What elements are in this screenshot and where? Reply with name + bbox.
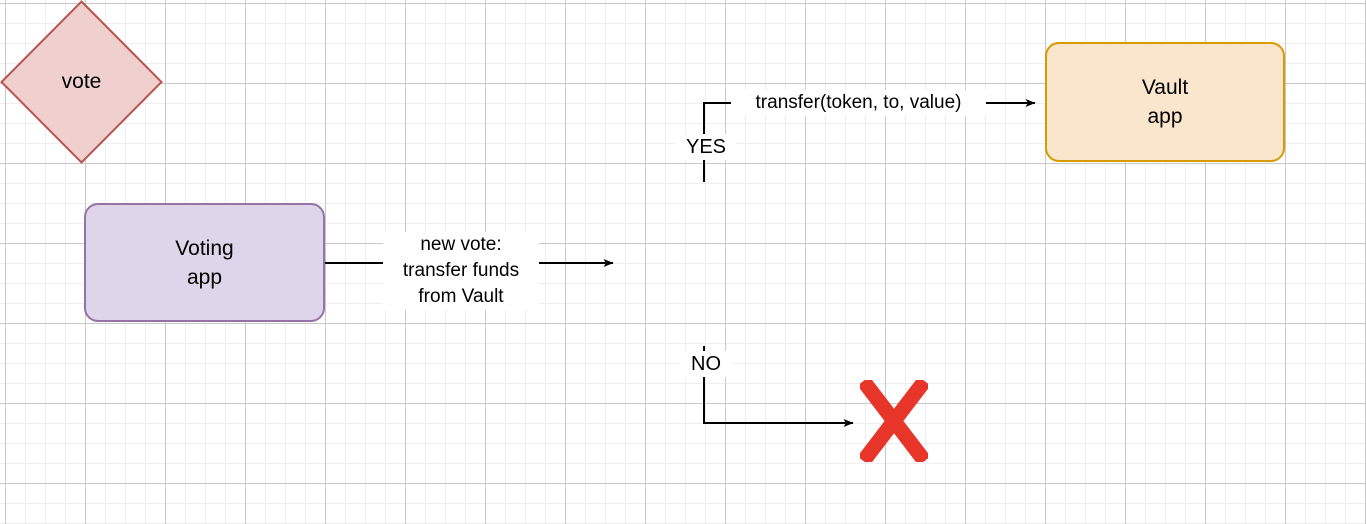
edge-label-no: NO <box>680 351 732 377</box>
node-vault-app-label: Vault app <box>1141 76 1189 128</box>
diamond-shape <box>0 0 163 164</box>
node-vault-app[interactable]: Vault app <box>1045 42 1285 162</box>
node-vote-decision-label: vote <box>61 70 102 93</box>
node-voting-app[interactable]: Voting app <box>84 203 325 322</box>
edge-label-transfer-call: transfer(token, to, value) <box>731 90 986 116</box>
edge-label-new-vote: new vote: transfer funds from Vault <box>383 232 539 310</box>
reject-x-icon <box>860 380 928 462</box>
edge-label-yes: YES <box>676 134 736 160</box>
node-vote-decision-label-wrap: vote <box>0 0 163 164</box>
node-voting-app-label: Voting app <box>175 236 234 289</box>
node-vote-decision[interactable]: vote <box>0 0 163 164</box>
